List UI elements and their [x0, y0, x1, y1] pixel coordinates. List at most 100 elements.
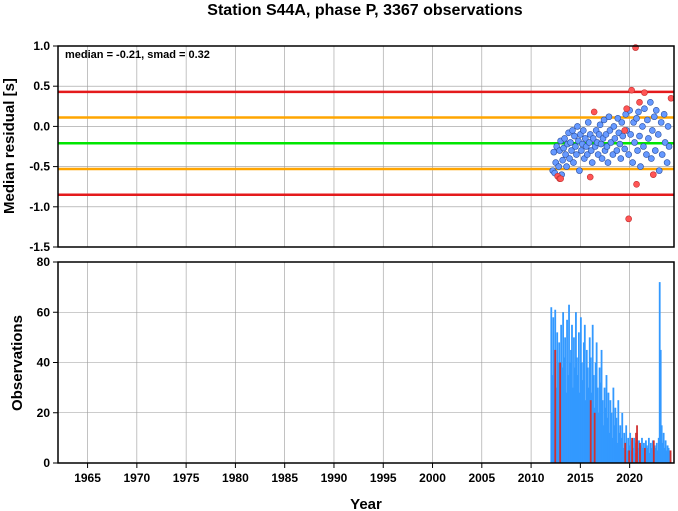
observation-bar: [598, 367, 601, 463]
observation-bar: [581, 380, 584, 463]
outlier-observation-bar: [631, 437, 634, 463]
residual-point: [619, 132, 627, 140]
observations-y-axis-label: Observations: [9, 315, 26, 411]
residual-point: [606, 127, 614, 134]
residual-outlier-point: [557, 175, 564, 182]
observation-bar: [557, 362, 560, 463]
observation-bar: [561, 367, 564, 463]
residual-point: [588, 159, 596, 166]
residual-point: [631, 139, 638, 146]
observation-bar: [551, 375, 554, 463]
observations-y-tick-label: 20: [37, 406, 51, 420]
observation-bar: [591, 324, 594, 463]
residual-point: [550, 148, 558, 156]
observation-bar: [577, 332, 580, 463]
outlier-observation-bar: [639, 442, 641, 463]
x-tick-label: 2020: [616, 471, 643, 485]
observation-bar: [580, 362, 583, 463]
observation-bar: [643, 442, 645, 463]
observation-bar: [594, 362, 597, 463]
observation-bar: [621, 412, 624, 463]
observation-bar: [647, 437, 650, 463]
residual-point: [602, 131, 610, 138]
observation-bar: [566, 319, 568, 463]
residual-point: [641, 105, 648, 113]
observation-bar: [569, 362, 571, 463]
observation-bar: [578, 392, 581, 463]
residual-points: [549, 44, 675, 223]
residual-point: [605, 113, 613, 121]
residual-point: [574, 123, 581, 130]
residual-outlier-point: [641, 89, 648, 96]
observation-bar: [553, 349, 556, 463]
residual-point: [639, 123, 646, 130]
outlier-observation-bar: [624, 442, 627, 463]
observation-bar: [614, 407, 617, 463]
residual-point: [664, 123, 672, 130]
outlier-observation-bar: [554, 349, 557, 463]
residual-outlier-point: [628, 86, 635, 94]
residual-plot-area: [58, 46, 674, 247]
residual-point: [589, 135, 597, 142]
observation-bar: [646, 447, 649, 463]
residual-point: [665, 143, 673, 150]
observation-bar: [564, 337, 566, 463]
residual-point: [629, 159, 636, 166]
residual-point: [657, 119, 665, 126]
observation-bar: [550, 307, 553, 463]
observation-bar: [666, 445, 669, 463]
observation-bar: [602, 425, 605, 463]
observation-bar: [649, 442, 652, 463]
observation-bar: [658, 282, 661, 463]
observation-bar: [604, 407, 607, 463]
observation-bar: [555, 387, 558, 463]
x-tick-label: 1980: [222, 471, 249, 485]
observations-y-tick-label: 0: [43, 456, 50, 470]
observation-bar: [577, 375, 579, 463]
residual-point: [555, 163, 562, 170]
observation-bar: [556, 332, 559, 463]
residual-point: [567, 139, 574, 146]
residual-point: [660, 111, 668, 118]
x-axis-label: Year: [350, 496, 382, 511]
observation-bar: [603, 387, 606, 463]
observation-bar: [610, 412, 613, 463]
observation-bar: [627, 437, 630, 463]
observation-bar: [562, 312, 565, 463]
observation-bar: [607, 392, 610, 463]
observation-bar: [585, 349, 588, 463]
observation-bar: [587, 387, 590, 463]
observation-bar: [609, 400, 612, 463]
residual-point: [654, 131, 662, 138]
observation-bar: [623, 432, 626, 463]
x-tick-label: 1995: [370, 471, 397, 485]
residual-point: [581, 135, 589, 142]
residual-point: [635, 108, 642, 116]
residual-plot-frame: [57, 45, 675, 248]
observation-bar: [630, 450, 633, 463]
residual-point: [566, 155, 573, 162]
observation-bar: [659, 349, 662, 463]
residual-point: [583, 151, 591, 158]
residual-point: [559, 156, 566, 164]
residual-point: [651, 147, 659, 154]
residual-point: [640, 143, 647, 150]
residual-point: [595, 131, 603, 138]
observation-bar: [657, 437, 660, 463]
residual-point: [598, 155, 606, 162]
observation-bar: [640, 445, 642, 463]
residual-point: [561, 135, 568, 142]
residual-point: [647, 98, 654, 106]
residual-outlier-point: [621, 127, 629, 134]
residual-point: [611, 135, 619, 142]
median-smad-annotation: median = -0.21, smad = 0.32: [65, 49, 210, 61]
residual-point: [658, 151, 666, 158]
observation-bar: [664, 440, 667, 463]
observation-bar: [579, 317, 582, 463]
residual-y-tick-label: 1.0: [33, 39, 50, 53]
residual-point: [634, 147, 641, 154]
residual-point: [607, 139, 615, 146]
observation-bar: [618, 432, 621, 463]
